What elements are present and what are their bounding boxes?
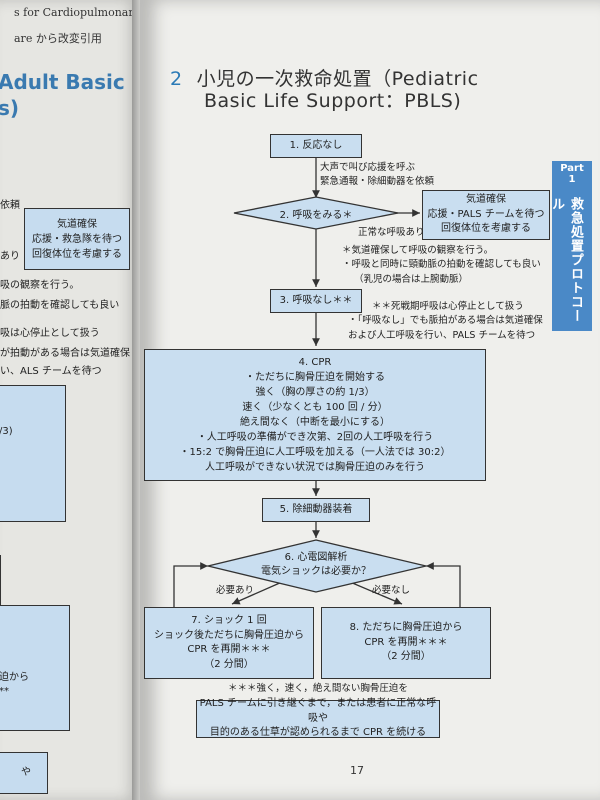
- left-text: い、ALS チームを待つ: [0, 366, 102, 377]
- flow-step-7: 7. ショック 1 回 ショック後ただちに胸骨圧迫から CPR を再開＊＊＊ （…: [144, 607, 314, 679]
- footnote: ＊＊＊強く，速く，絶え間ない胸骨圧迫を: [228, 683, 408, 694]
- left-text: 吸の観察を行う。: [0, 280, 80, 291]
- flow-step-3: 3. 呼吸なし＊＊: [270, 289, 362, 313]
- left-heading: s): [0, 96, 20, 120]
- left-header-line: s for Cardiopulmonary: [14, 6, 140, 19]
- left-cpr-box: /3): [0, 385, 66, 522]
- left-text: あり: [0, 251, 20, 262]
- flow-step-4-cpr: 4. CPR ・ただちに胸骨圧迫を開始する 強く（胸の厚さの約 1/3） 速く（…: [144, 349, 486, 481]
- left-final-box: や: [0, 752, 48, 794]
- section-number: 2: [170, 68, 183, 90]
- left-page: s for Cardiopulmonary are から改変引用 Adult B…: [0, 0, 140, 800]
- left-heading: Adult Basic: [0, 70, 125, 94]
- label-shock-needed: 必要あり: [216, 585, 255, 596]
- part-tab-label: 救急処置プロトコール: [549, 197, 583, 323]
- flow-step-5: 5. 除細動器装着: [262, 498, 370, 522]
- flow-step-1: 1. 反応なし: [270, 134, 362, 158]
- note-no-breath: ＊＊死戦期呼吸は心停止として扱う ・「呼吸なし」でも脈拍がある場合は気道確保 お…: [348, 301, 543, 341]
- section-title-line2: Basic Life Support：PBLS): [204, 90, 462, 112]
- label-shock-not-needed: 必要なし: [372, 585, 411, 596]
- page-number: 17: [350, 764, 364, 777]
- left-flow-box: 気道確保 応援・救急隊を待つ 回復体位を考慮する: [24, 208, 130, 270]
- left-bottom-box: 迫から **: [0, 605, 70, 731]
- left-header-line: are から改変引用: [14, 32, 102, 45]
- flow-step-8: 8. ただちに胸骨圧迫から CPR を再開＊＊＊ （2 分間）: [321, 607, 491, 679]
- left-flow-line: [0, 555, 2, 645]
- left-text: 吸は心停止として扱う: [0, 328, 100, 339]
- note-call-help: 大声で叫び応援を呼ぶ 緊急通報・除細動器を依頼: [320, 162, 435, 188]
- left-text: 依頼: [0, 200, 20, 211]
- flow-side-box: 気道確保 応援・PALS チームを待つ 回復体位を考慮する: [422, 190, 550, 240]
- left-text: 脈の拍動を確認しても良い: [0, 300, 120, 311]
- label-normal-breath: 正常な呼吸あり: [358, 227, 425, 238]
- flow-step-2: 2. 呼吸をみる＊: [279, 210, 353, 221]
- note-breath-check: ＊気道確保して呼吸の観察を行う。 ・呼吸と同時に頸動脈の拍動を確認しても良い （…: [342, 245, 541, 285]
- flow-step-6: 6. 心電図解析 電気ショックは必要か？: [261, 552, 371, 577]
- left-text: が拍動がある場合は気道確保: [0, 348, 130, 359]
- flow-final-box: PALS チームに引き継ぐまで，または患者に正常な呼吸や 目的のある仕草が認めら…: [196, 698, 440, 738]
